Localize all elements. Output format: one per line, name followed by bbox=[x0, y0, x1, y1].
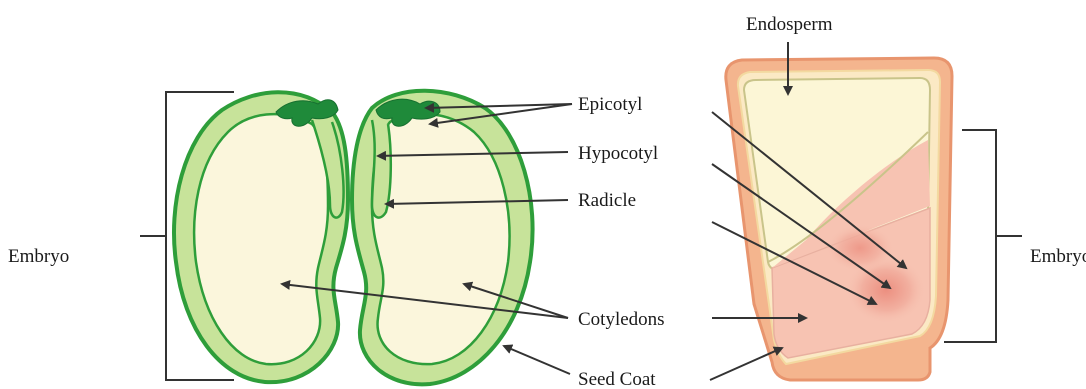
label-embryo-left: Embryo bbox=[8, 246, 69, 267]
label-endosperm: Endosperm bbox=[746, 14, 833, 35]
dicot-seed bbox=[140, 91, 533, 385]
label-embryo-right: Embryo bbox=[1030, 246, 1086, 267]
left-cotyledon bbox=[174, 92, 348, 382]
label-radicle: Radicle bbox=[578, 190, 636, 211]
label-epicotyl: Epicotyl bbox=[578, 94, 642, 115]
label-seed-coat: Seed Coat bbox=[578, 369, 656, 389]
monocot-seed bbox=[726, 58, 1022, 380]
right-cotyledon bbox=[352, 91, 533, 385]
label-cotyledons: Cotyledons bbox=[578, 309, 665, 330]
label-hypocotyl: Hypocotyl bbox=[578, 143, 658, 164]
seed-coat-arrow-left bbox=[504, 346, 570, 374]
embryo-bracket-right bbox=[944, 130, 1022, 342]
